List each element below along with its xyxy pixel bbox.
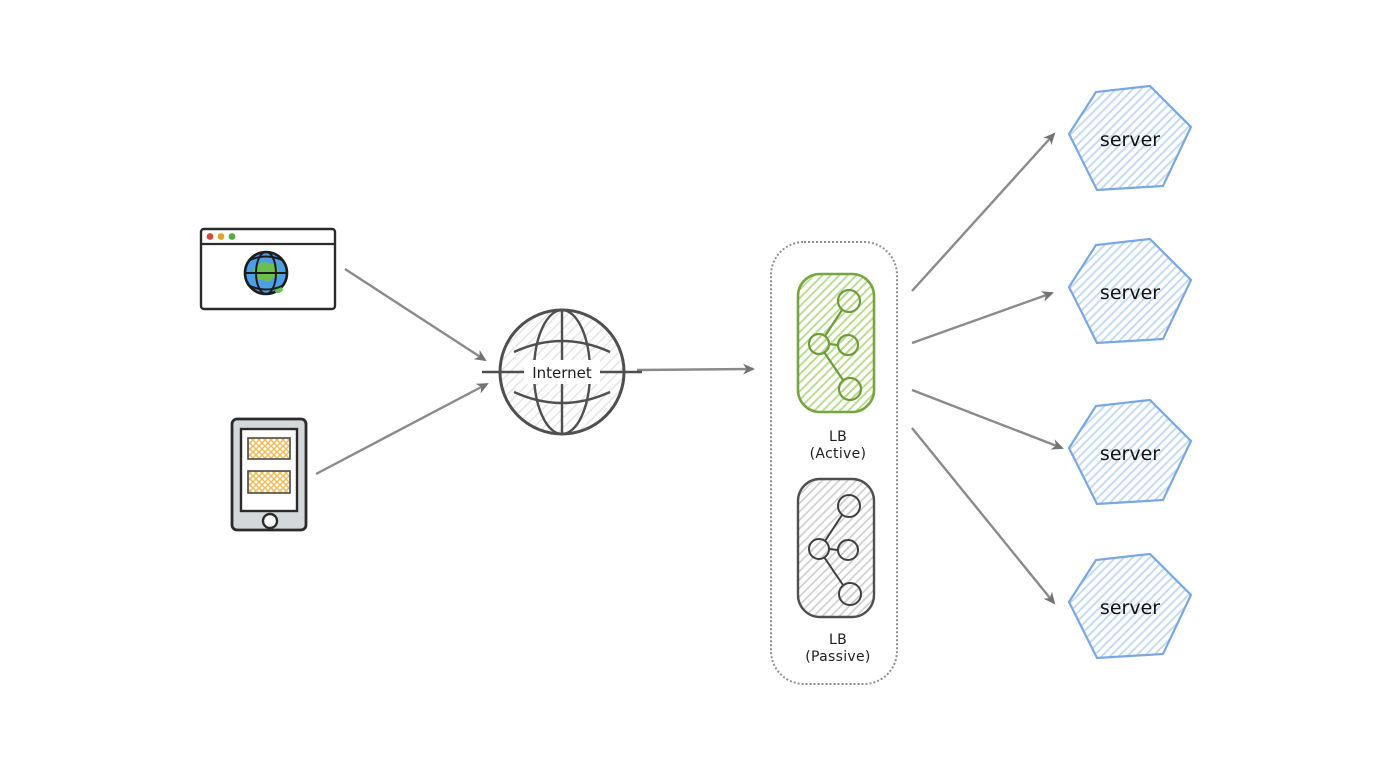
server-hexagon (1067, 398, 1193, 506)
arrow-phone-to-internet (315, 382, 489, 476)
server-hexagon (1067, 552, 1193, 660)
traffic-light-red-icon (206, 233, 214, 240)
server-label: server (1100, 597, 1160, 619)
arrow-lb-to-server-1 (911, 132, 1056, 292)
server-label: server (1100, 282, 1160, 304)
arrow-lb-to-server-3 (911, 388, 1064, 450)
server-node-2: server (1067, 237, 1193, 345)
lb-passive-label: LB (Passive) (776, 632, 900, 666)
mobile-phone (230, 417, 308, 532)
arrow-lb-to-server-2 (911, 291, 1054, 345)
browser-window (199, 227, 337, 311)
globe-latitude-bottom (513, 390, 611, 405)
lb-active-share-icon (807, 288, 863, 402)
lb-active-label: LB (Active) (776, 429, 900, 463)
server-node-4: server (1067, 552, 1193, 660)
server-label: server (1100, 443, 1160, 465)
server-label: server (1100, 129, 1160, 151)
phone-content-block-2 (247, 470, 291, 494)
lb-active-label-line1: LB (828, 429, 847, 445)
server-node-3: server (1067, 398, 1193, 506)
lb-passive-share-icon (808, 494, 862, 606)
traffic-light-green-icon (228, 233, 236, 240)
lb-group-container (770, 241, 898, 685)
internet-label: Internet (532, 364, 592, 382)
globe-label-bg (524, 360, 600, 384)
globe-latitude-top (513, 339, 611, 354)
arrow-lb-to-server-4 (911, 427, 1056, 605)
server-hexagon (1067, 237, 1193, 345)
internet-globe: Internet (482, 308, 642, 436)
traffic-light-yellow-icon (217, 233, 225, 240)
arrow-internet-to-lb (636, 363, 755, 375)
server-node-1: server (1067, 84, 1193, 192)
lb-active-label-line2: (Active) (809, 446, 867, 462)
lb-passive-label-line2: (Passive) (805, 649, 871, 665)
phone-home-button-icon (261, 512, 279, 530)
browser-globe-icon (243, 250, 289, 296)
phone-content-block-1 (247, 437, 291, 460)
arrow-browser-to-internet (344, 267, 487, 362)
lb-passive (796, 477, 876, 619)
lb-passive-label-line1: LB (828, 632, 847, 648)
lb-active (796, 272, 876, 414)
server-hexagon (1067, 84, 1193, 192)
